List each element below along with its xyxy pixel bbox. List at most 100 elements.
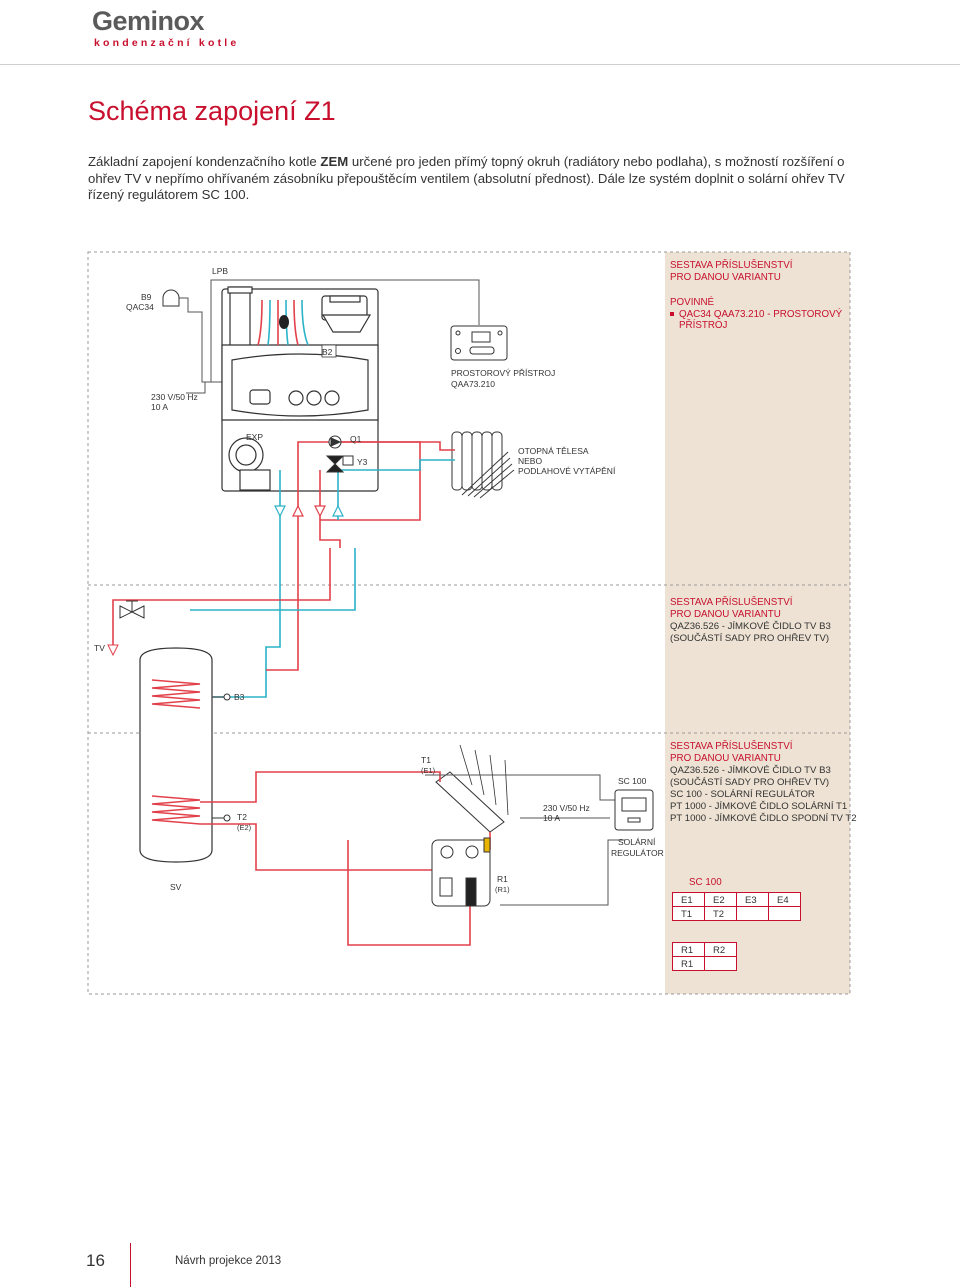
solar-wires — [425, 774, 625, 906]
table-row: R1 R2 — [672, 942, 737, 957]
page-number: 16 — [86, 1251, 105, 1270]
table-cell: E2 — [704, 892, 737, 907]
page-title: Schéma zapojení Z1 — [88, 96, 336, 126]
relay-table: R1 R2 R1 — [672, 942, 737, 971]
table-cell: T1 — [672, 906, 705, 921]
b2-sensor-box — [321, 344, 337, 358]
label-radiator: OTOPNÁ TĚLESA — [518, 446, 589, 456]
table-cell: R1 — [672, 942, 705, 957]
label-solar-regulator: SOLÁRNÍ — [618, 837, 656, 847]
table-cell: R2 — [704, 942, 737, 957]
q1-pump-icon — [328, 435, 342, 449]
table-row: R1 — [672, 956, 737, 971]
sec2-line-a: QAZ36.526 - JÍMKOVÉ ČIDLO TV B3 — [670, 621, 831, 632]
sec2-line-b: (SOUČÁSTÍ SADY PRO OHŘEV TV) — [670, 633, 830, 644]
label-room-device: PROSTOROVÝ PŘÍSTROJ — [451, 368, 556, 378]
tank-lower-coil — [151, 795, 201, 825]
sec3-line-b: (SOUČÁSTÍ SADY PRO OHŘEV TV) — [670, 777, 830, 788]
diagram-frame — [87, 251, 851, 995]
solar-collector — [435, 771, 505, 833]
sec1-required: POVINNÉ — [670, 297, 715, 308]
label-r1: R1 — [497, 874, 508, 884]
label-floor-heating: PODLAHOVÉ VYTÁPĚNÍ — [518, 466, 616, 476]
sc100-terminal-table: E1 E2 E3 E4 T1 T2 — [672, 892, 801, 921]
sec2-title: SESTAVA PŘÍSLUŠENSTVÍ — [670, 597, 793, 608]
dhw-pipes — [112, 548, 356, 650]
label-b2: B2 — [322, 347, 333, 357]
footer-divider — [130, 1243, 131, 1287]
table-cell: E4 — [768, 892, 801, 907]
table-cell: E1 — [672, 892, 705, 907]
tv-valve-icon — [107, 600, 145, 657]
label-b3: B3 — [234, 692, 245, 702]
label-e1: (E1) — [421, 766, 436, 775]
storage-tank — [139, 647, 213, 863]
label-t2: T2 — [237, 812, 247, 822]
intro-bold: ZEM — [320, 154, 349, 169]
sc100-table-title: SC 100 — [689, 877, 722, 888]
sun-rays — [459, 744, 509, 816]
label-power-2-amps: 10 A — [543, 813, 561, 823]
tank-upper-coil — [151, 679, 201, 709]
sec3-title: SESTAVA PŘÍSLUŠENSTVÍ — [670, 741, 793, 752]
boiler-burner — [279, 315, 289, 329]
boiler-unit — [221, 286, 379, 492]
table-cell — [768, 906, 801, 921]
sec1-item: QAC34 QAA73.210 - PROSTOROVÝ — [670, 309, 842, 321]
table-cell: T2 — [704, 906, 737, 921]
sc100-regulator-icon — [614, 789, 654, 831]
label-tv: TV — [94, 643, 105, 653]
label-q1: Q1 — [350, 434, 362, 444]
table-row: T1 T2 — [672, 906, 801, 921]
table-cell: E3 — [736, 892, 769, 907]
label-power-1-amps: 10 A — [151, 402, 169, 412]
room-device-icon — [450, 325, 508, 361]
label-sv: SV — [170, 882, 182, 892]
label-b9: B9 — [141, 292, 152, 302]
label-t1: T1 — [421, 755, 431, 765]
table-cell — [736, 906, 769, 921]
sec1-title: SESTAVA PŘÍSLUŠENSTVÍ — [670, 260, 793, 271]
label-sc100: SC 100 — [618, 776, 647, 786]
label-power-2: 230 V/50 Hz — [543, 803, 590, 813]
isolation-valves — [274, 504, 344, 518]
sec3-subtitle: PRO DANOU VARIANTU — [670, 753, 781, 764]
sec3-line-a: QAZ36.526 - JÍMKOVÉ ČIDLO TV B3 — [670, 765, 831, 776]
footer-text: Návrh projekce 2013 — [175, 1255, 282, 1267]
sec3-line-c: SC 100 - SOLÁRNÍ REGULÁTOR — [670, 789, 815, 800]
label-qac34: QAC34 — [126, 302, 154, 312]
boiler-exchanger — [257, 299, 309, 346]
tank-sensors — [212, 693, 231, 822]
table-cell: R1 — [672, 956, 705, 971]
label-radiator-or: NEBO — [518, 456, 543, 466]
table-row: E1 E2 E3 E4 — [672, 892, 801, 907]
header-divider — [0, 64, 960, 65]
y3-valve-icon — [325, 455, 354, 473]
label-exp: EXP — [246, 432, 264, 442]
floor-heating-lines — [461, 451, 515, 499]
label-room-device-model: QAA73.210 — [451, 379, 495, 389]
sec3-line-d: PT 1000 - JÍMKOVÉ ČIDLO SOLÁRNÍ T1 — [670, 801, 848, 812]
b9-sensor-icon — [162, 289, 180, 307]
sec1-item-text: QAC34 QAA73.210 - PROSTOROVÝ — [679, 309, 843, 320]
intro-text-1: Základní zapojení kondenzačního kotle — [88, 154, 321, 169]
solar-pump-station — [431, 837, 491, 907]
logo-tagline: kondenzační kotle — [94, 37, 240, 49]
sec1-subtitle: PRO DANOU VARIANTU — [670, 272, 781, 283]
sec3-line-e: PT 1000 - JÍMKOVÉ ČIDLO SPODNÍ TV T2 — [670, 813, 857, 824]
label-solar-regulator-2: REGULÁTOR — [611, 848, 664, 858]
logo-name: Geminox — [92, 6, 205, 36]
label-y3: Y3 — [357, 457, 368, 467]
label-power-1: 230 V/50 Hz — [151, 392, 198, 402]
sec1-item-cont: PŘÍSTROJ — [679, 320, 728, 331]
signal-wires — [178, 279, 480, 394]
sec2-subtitle: PRO DANOU VARIANTU — [670, 609, 781, 620]
intro-text-2: určené pro jeden přímý topný okruh (radi… — [88, 154, 845, 202]
label-e2: (E2) — [237, 823, 252, 832]
intro-paragraph: Základní zapojení kondenzačního kotle ZE… — [88, 154, 848, 204]
bullet-icon — [670, 312, 674, 317]
radiator-icon — [451, 431, 503, 491]
label-lpb: LPB — [212, 266, 229, 276]
accessory-panel — [665, 252, 850, 994]
